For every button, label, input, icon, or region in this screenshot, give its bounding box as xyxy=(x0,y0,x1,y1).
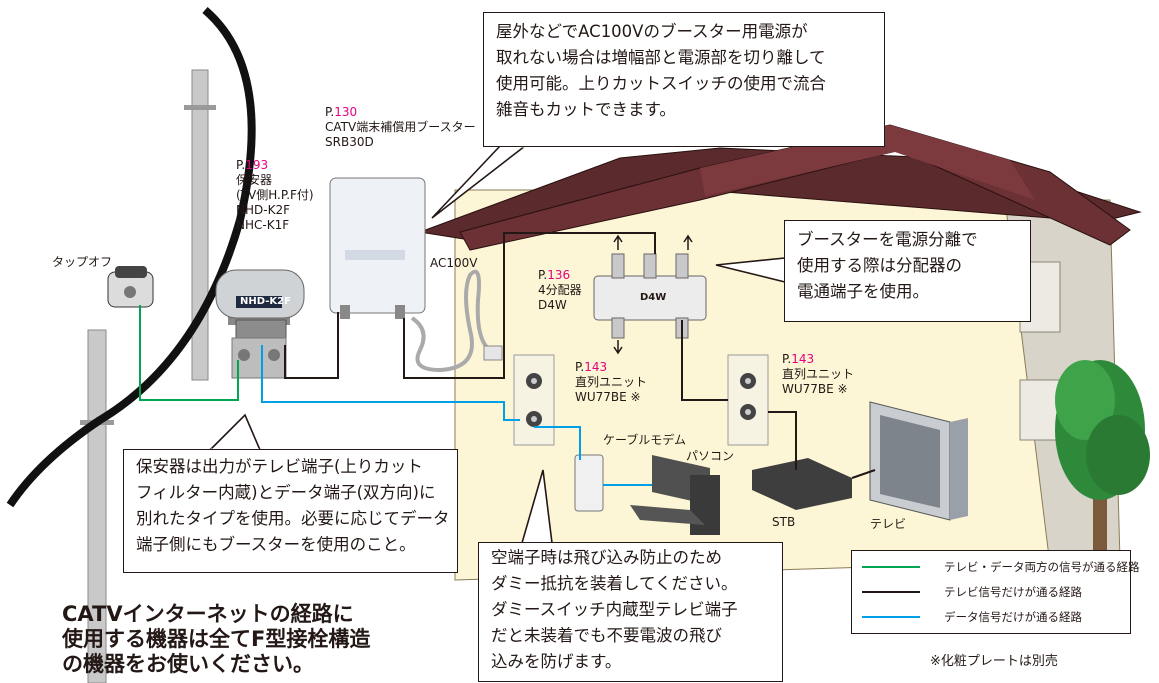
pc-device xyxy=(630,455,720,535)
stb-device xyxy=(752,458,852,510)
protector-label: P.193 保安器 (TV側H.P.F付) NHD-K2F NHC-K1F xyxy=(236,158,314,232)
tapoff-device xyxy=(107,266,154,308)
callout-booster-power: 屋外などでAC100Vのブースター用電源が 取れない場合は増幅部と電源部を切り離… xyxy=(483,12,885,147)
modem-label: ケーブルモデム xyxy=(603,433,687,447)
plate-note: ※化粧プレートは別売 xyxy=(930,654,1058,669)
house-roof-ridge xyxy=(700,125,1035,200)
unit2-label: P.143 直列ユニット WU77BE ※ xyxy=(782,352,855,396)
callout-dummy-resistor: 空端子時は飛び込み防止のため ダミー抵抗を装着してください。 ダミースイッチ内蔵… xyxy=(478,542,783,682)
cable-both xyxy=(139,305,239,401)
splitter-page: 136 xyxy=(547,268,571,282)
protector-nameplate: NHD-K2F xyxy=(240,296,291,307)
unit1-label: P.143 直列ユニット WU77BE ※ xyxy=(575,360,648,404)
cable-tv xyxy=(851,469,876,479)
wall-outlet xyxy=(727,354,769,446)
window xyxy=(1019,379,1061,441)
cable-data xyxy=(261,345,520,421)
wall-outlet xyxy=(513,354,555,446)
unit2-page: 143 xyxy=(791,352,815,366)
ac-cord xyxy=(410,269,492,373)
callout-protector-output: 保安器は出力がテレビ端子(上りカット フィルター内蔵)とデータ端子(双方向)に … xyxy=(123,449,458,573)
ac-label: AC100V xyxy=(430,256,478,270)
callout-tail xyxy=(208,413,262,451)
unit1-page: 143 xyxy=(584,360,608,374)
cable-tv xyxy=(403,232,656,379)
headline: CATVインターネットの経路に 使用する機器は全てF型接栓構造 の機器をお使いく… xyxy=(62,602,371,676)
booster-page: 130 xyxy=(334,105,358,119)
legend-item-data: データ信号だけが通る経路 xyxy=(862,609,1082,625)
legend: テレビ・データ両方の信号が通る経路 テレビ信号だけが通る経路 データ信号だけが通… xyxy=(851,550,1140,634)
stb-label: STB xyxy=(772,515,796,529)
tv-device xyxy=(869,401,968,521)
booster-label: P.130 CATV端末補償用ブースター SRB30D xyxy=(325,105,476,149)
cable-modem xyxy=(574,454,604,512)
utility-pole xyxy=(191,69,209,381)
protector-device xyxy=(215,269,305,379)
cable-tv xyxy=(681,320,728,401)
cable-tv xyxy=(768,411,797,470)
splitter-nameplate: D4W xyxy=(640,292,667,303)
booster-device xyxy=(329,177,426,319)
pc-label: パソコン xyxy=(686,449,735,463)
tv-label: テレビ xyxy=(870,517,907,531)
overhead-cable xyxy=(6,6,256,508)
callout-splitter-terminal: ブースターを電源分離で 使用する際は分配器の 電通端子を使用。 xyxy=(784,220,1031,322)
cable-data xyxy=(534,426,581,460)
protector-page: 193 xyxy=(245,158,269,172)
cable-tv xyxy=(284,312,339,379)
splitter-label: P.136 4分配器 D4W xyxy=(538,268,582,312)
legend-item-tv: テレビ信号だけが通る経路 xyxy=(862,584,1082,600)
tree xyxy=(1055,360,1150,550)
tapoff-label: タップオフ xyxy=(52,255,113,269)
legend-item-both: テレビ・データ両方の信号が通る経路 xyxy=(862,559,1140,575)
